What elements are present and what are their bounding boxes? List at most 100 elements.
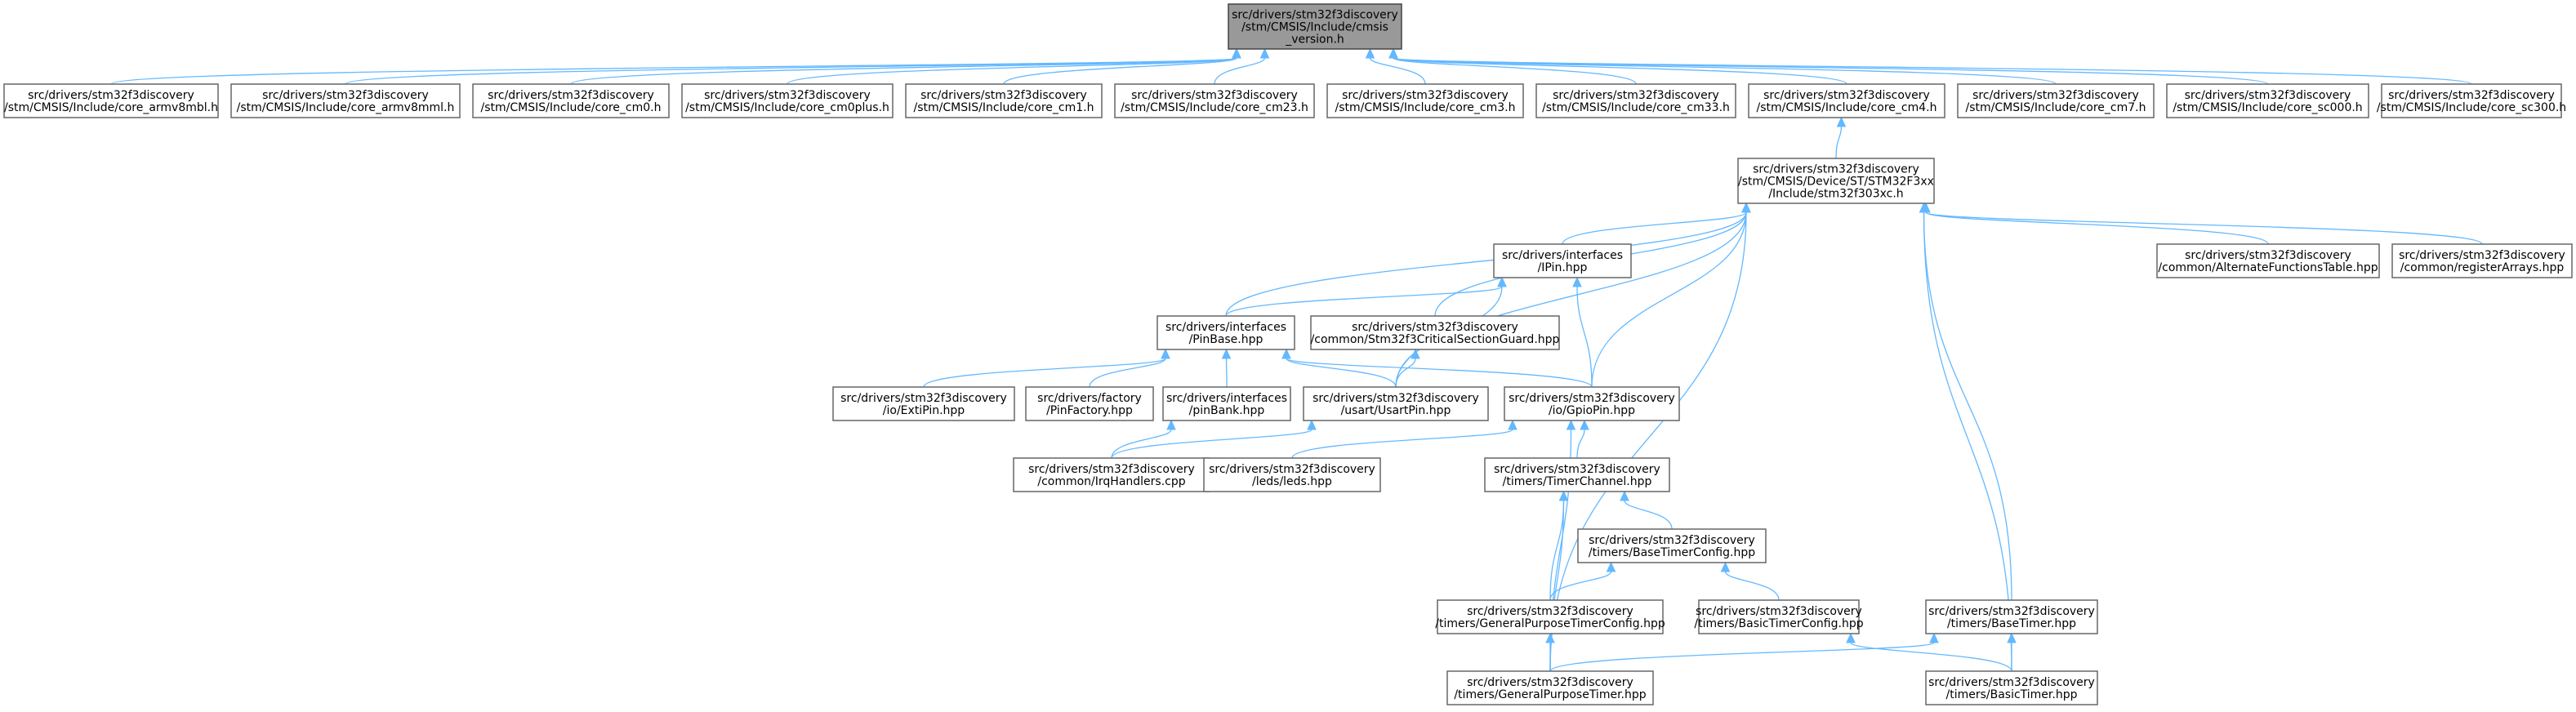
node-label: /Include/stm32f303xc.h [1768, 188, 1903, 201]
node-box [1577, 528, 1767, 563]
node-cmsis_version[interactable]: src/drivers/stm32f3discovery/stm/CMSIS/I… [1228, 3, 1402, 50]
edge-basetimerconfig-to-timerchannel [1620, 490, 1673, 530]
node-label: src/drivers/stm32f3discovery [488, 89, 654, 102]
node-box [1925, 670, 2098, 705]
node-label: /stm/CMSIS/Include/core_cm33.h [1542, 101, 1730, 114]
node-label: src/drivers/stm32f3discovery [920, 89, 1087, 102]
node-extipin[interactable]: src/drivers/stm32f3discovery/io/ExtiPin.… [832, 386, 1015, 421]
node-basetimer[interactable]: src/drivers/stm32f3discovery/timers/Base… [1925, 599, 2098, 634]
edge-pinbank-to-pinbase [1221, 348, 1232, 388]
node-label: /common/Stm32f3CriticalSectionGuard.hpp [1311, 333, 1560, 346]
edge-gpiopin-to-pinbase [1281, 348, 1593, 388]
node-label: /timers/GeneralPurposeTimer.hpp [1454, 688, 1646, 701]
node-box [832, 386, 1015, 421]
node-core_cm33[interactable]: src/drivers/stm32f3discovery/stm/CMSIS/I… [1535, 83, 1736, 118]
graph-nodes: src/drivers/stm32f3discovery/stm/CMSIS/I… [3, 3, 2573, 705]
edge-timerchannel-to-gpiopin [1576, 419, 1589, 459]
node-label: src/drivers/stm32f3discovery [2185, 249, 2351, 262]
node-core_cm1[interactable]: src/drivers/stm32f3discovery/stm/CMSIS/I… [905, 83, 1103, 118]
node-box [1228, 3, 1402, 50]
node-box [1484, 457, 1670, 492]
node-label: /stm/CMSIS/Include/core_sc300.h [2377, 101, 2566, 114]
node-box [1493, 243, 1632, 278]
node-core_cm3[interactable]: src/drivers/stm32f3discovery/stm/CMSIS/I… [1326, 83, 1524, 118]
node-critical_section[interactable]: src/drivers/stm32f3discovery/common/Stm3… [1310, 315, 1560, 350]
edge-core_sc300-to-cmsis_version [1388, 47, 2472, 85]
node-core_sc000[interactable]: src/drivers/stm32f3discovery/stm/CMSIS/I… [2166, 83, 2369, 118]
edge-leds-to-gpiopin [1291, 419, 1518, 459]
node-box [1925, 599, 2098, 634]
node-label: src/drivers/stm32f3discovery [1763, 89, 1930, 102]
node-label: src/drivers/stm32f3discovery [28, 89, 194, 102]
edge-core_cm1-to-cmsis_version [1003, 47, 1241, 85]
node-box [1326, 83, 1524, 118]
node-pinfactory[interactable]: src/drivers/factory/PinFactory.hpp [1025, 386, 1154, 421]
node-leds[interactable]: src/drivers/stm32f3discovery/leds/leds.h… [1203, 457, 1381, 492]
node-box [1025, 386, 1154, 421]
node-core_cm0[interactable]: src/drivers/stm32f3discovery/stm/CMSIS/I… [472, 83, 670, 118]
node-stm32f303xc[interactable]: src/drivers/stm32f3discovery/stm/CMSIS/D… [1737, 158, 1935, 204]
node-timerchannel[interactable]: src/drivers/stm32f3discovery/timers/Time… [1484, 457, 1670, 492]
edge-gp_timer-to-stm32f303xc [1549, 202, 1751, 672]
node-core_cm7[interactable]: src/drivers/stm32f3discovery/stm/CMSIS/I… [1957, 83, 2155, 118]
node-basetimerconfig[interactable]: src/drivers/stm32f3discovery/timers/Base… [1577, 528, 1767, 563]
edge-gp_timer_config-to-basetimerconfig [1549, 561, 1616, 601]
node-label: /leds/leds.hpp [1252, 475, 1332, 488]
node-box [1162, 386, 1291, 421]
node-basic_timer_config[interactable]: src/drivers/stm32f3discovery/timers/Basi… [1694, 599, 1864, 634]
node-core_cm0plus[interactable]: src/drivers/stm32f3discovery/stm/CMSIS/I… [681, 83, 894, 118]
node-gp_timer[interactable]: src/drivers/stm32f3discovery/timers/Gene… [1446, 670, 1654, 705]
node-label: /stm/CMSIS/Include/core_armv8mbl.h [4, 101, 218, 114]
node-ipin[interactable]: src/drivers/interfaces/IPin.hpp [1493, 243, 1632, 278]
edge-gp_timer-to-gp_timer_config [1545, 632, 1555, 671]
node-gp_timer_config[interactable]: src/drivers/stm32f3discovery/timers/Gene… [1435, 599, 1665, 634]
edge-basic_timer-to-stm32f303xc [1919, 202, 2012, 672]
node-box [1698, 599, 1860, 634]
node-pinbank[interactable]: src/drivers/interfaces/pinBank.hpp [1162, 386, 1291, 421]
node-label: /stm/CMSIS/Include/cmsis [1241, 21, 1388, 34]
node-label: src/drivers/stm32f3discovery [1928, 605, 2095, 618]
node-box [1446, 670, 1654, 705]
node-label: src/drivers/stm32f3discovery [1553, 89, 1719, 102]
node-box [1737, 158, 1935, 204]
node-label: src/drivers/stm32f3discovery [2185, 89, 2351, 102]
node-core_cm23[interactable]: src/drivers/stm32f3discovery/stm/CMSIS/I… [1114, 83, 1315, 118]
edge-usartpin-to-pinbase [1281, 348, 1397, 388]
node-label: src/drivers/interfaces [1502, 249, 1623, 262]
node-box [1748, 83, 1945, 118]
node-label: _version.h [1285, 33, 1344, 47]
node-usartpin[interactable]: src/drivers/stm32f3discovery/usart/Usart… [1303, 386, 1489, 421]
node-core_armv8mbl[interactable]: src/drivers/stm32f3discovery/stm/CMSIS/I… [3, 83, 219, 118]
node-alt_func_table[interactable]: src/drivers/stm32f3discovery/common/Alte… [2156, 243, 2380, 278]
node-box [1303, 386, 1489, 421]
node-gpiopin[interactable]: src/drivers/stm32f3discovery/io/GpioPin.… [1504, 386, 1680, 421]
node-label: src/drivers/stm32f3discovery [1753, 163, 1919, 176]
node-register_arrays[interactable]: src/drivers/stm32f3discovery/common/regi… [2391, 243, 2573, 278]
edge-alt_func_table-to-stm32f303xc [1921, 202, 2269, 245]
node-irqhandlers[interactable]: src/drivers/stm32f3discovery/common/IrqH… [1013, 457, 1210, 492]
node-core_sc300[interactable]: src/drivers/stm32f3discovery/stm/CMSIS/I… [2377, 83, 2566, 118]
node-core_armv8mml[interactable]: src/drivers/stm32f3discovery/stm/CMSIS/I… [230, 83, 461, 118]
node-label: src/drivers/stm32f3discovery [2388, 89, 2555, 102]
edge-stm32f303xc-to-core_cm4 [1835, 116, 1847, 159]
node-core_cm4[interactable]: src/drivers/stm32f3discovery/stm/CMSIS/I… [1748, 83, 1945, 118]
node-box [1157, 315, 1295, 350]
node-label: /stm/CMSIS/Device/ST/STM32F3xx [1738, 176, 1934, 189]
node-box [1957, 83, 2155, 118]
edge-core_cm23-to-cmsis_version [1214, 47, 1270, 85]
node-pinbase[interactable]: src/drivers/interfaces/PinBase.hpp [1157, 315, 1295, 350]
edge-usartpin-to-critical_section [1395, 348, 1420, 388]
node-label: src/drivers/stm32f3discovery [1509, 392, 1675, 405]
node-label: src/drivers/stm32f3discovery [1352, 321, 1518, 334]
node-label: src/drivers/stm32f3discovery [1928, 676, 2095, 689]
graph-edges [110, 47, 2483, 672]
edge-pinbase-to-ipin [1225, 276, 1507, 317]
node-label: /stm/CMSIS/Include/core_cm7.h [1966, 101, 2146, 114]
node-label: /common/registerArrays.hpp [2400, 261, 2565, 274]
node-label: /stm/CMSIS/Include/core_cm1.h [914, 101, 1094, 114]
node-label: src/drivers/stm32f3discovery [1131, 89, 1298, 102]
node-box [1203, 457, 1381, 492]
node-basic_timer[interactable]: src/drivers/stm32f3discovery/timers/Basi… [1925, 670, 2098, 705]
node-box [1114, 83, 1315, 118]
